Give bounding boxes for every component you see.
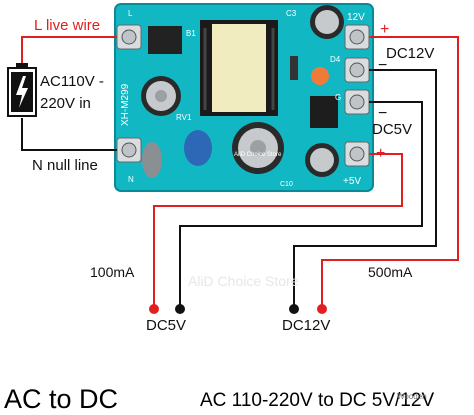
label-current-500ma: 500mA — [368, 264, 413, 280]
board-l-label: L — [128, 9, 133, 18]
board-rv1-label: RV1 — [176, 113, 192, 122]
caption-voltage-range: AC 110-220V to DC 5V/12V — [200, 390, 435, 411]
wire-5v-positive — [153, 153, 403, 306]
board-12v-label: 12V — [347, 12, 365, 23]
label-minus-12v: − — [378, 57, 387, 74]
caption-ac-to-dc: AC to DC — [4, 384, 119, 414]
terminal-n-input — [116, 137, 142, 163]
diode-d4 — [290, 56, 298, 80]
label-ac-input-1: AC110V - — [40, 73, 104, 90]
wire-l-live — [21, 36, 117, 66]
label-dc12v-top: DC12V — [386, 45, 434, 62]
probe-12v-positive — [317, 304, 327, 314]
board-store-label: AliD Choice Store — [234, 152, 282, 158]
board-5v-label: +5V — [343, 176, 361, 187]
board-model-label: XH-M299 — [120, 83, 131, 126]
board-c3-label: C3 — [286, 9, 297, 18]
terminal-5v-out — [344, 141, 370, 167]
wire-12v-negative — [293, 69, 437, 306]
capacitor-filter — [232, 122, 284, 174]
varistor-rv1 — [184, 130, 212, 166]
ac-source-icon — [7, 63, 37, 117]
label-dc5v-side: DC5V — [372, 121, 412, 138]
regulator-ic — [310, 96, 338, 128]
label-ac-input-2: 220V in — [40, 95, 91, 112]
board-c10-label: C10 — [280, 181, 293, 188]
label-dc12v-bottom: DC12V — [282, 317, 330, 334]
wire-n-null — [21, 118, 117, 151]
board-g-label: G — [335, 93, 341, 102]
black-component — [148, 26, 182, 54]
terminal-12v-out — [344, 24, 370, 50]
label-minus-5v: − — [378, 105, 387, 122]
label-dc5v-bottom: DC5V — [146, 317, 186, 334]
transformer-b1 — [200, 20, 278, 116]
caption-tag: Wooden — [397, 392, 427, 401]
probe-12v-negative — [289, 304, 299, 314]
label-plus-12v: + — [380, 21, 389, 38]
probe-5v-negative — [175, 304, 185, 314]
board-b1-label: B1 — [186, 29, 196, 38]
wire-5v-negative — [179, 101, 423, 306]
board-n-label: N — [128, 175, 134, 184]
probe-5v-positive — [149, 304, 159, 314]
board-d4-label: D4 — [330, 55, 341, 64]
inductor-coil — [142, 142, 162, 178]
watermark-text: AliD Choice Store — [188, 273, 299, 289]
terminal-l-input — [116, 24, 142, 50]
capacitor-c3 — [310, 5, 344, 39]
orange-led — [311, 67, 329, 85]
label-n-null-line: N null line — [32, 157, 98, 174]
terminal-g-12v — [344, 57, 370, 83]
label-plus-5v: + — [376, 145, 385, 162]
label-current-100ma: 100mA — [90, 264, 135, 280]
label-l-live-wire: L live wire — [34, 17, 100, 34]
terminal-g-5v — [344, 89, 370, 115]
wire-12v-positive — [321, 36, 459, 306]
capacitor-input — [141, 76, 181, 116]
capacitor-c10 — [305, 143, 339, 177]
